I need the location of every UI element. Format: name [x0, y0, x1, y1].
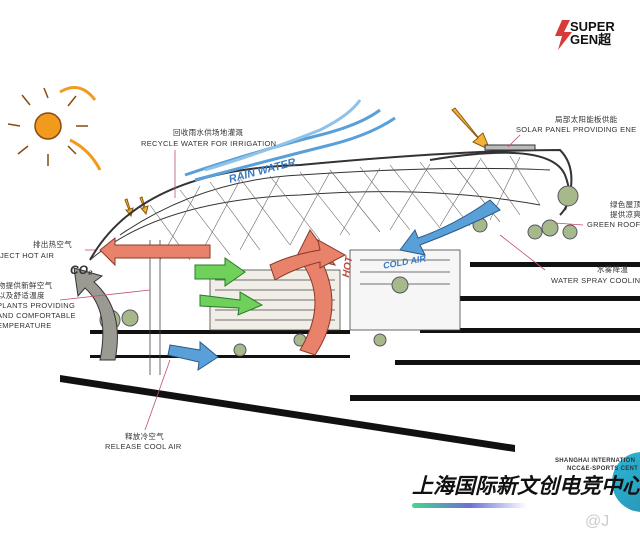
- solar-label-cn: 局部太阳能板供能: [555, 115, 618, 124]
- solar-label-en: SOLAR PANEL PROVIDING ENE: [516, 125, 637, 134]
- green-roof-label-cn2: 提供凉爽: [610, 210, 640, 219]
- footer-gradient-bar: [412, 503, 527, 508]
- rain-label-en: RECYCLE WATER FOR IRRIGATION: [141, 139, 277, 148]
- plants-label-en3: EMPERATURE: [0, 321, 52, 330]
- floor-slabs: [60, 262, 640, 452]
- co2-text: CO₂: [70, 263, 93, 277]
- rain-water-flow: [184, 99, 396, 182]
- green-roof-label-cn1: 绿色屋顶: [610, 200, 640, 209]
- rain-label-cn: 回收雨水供场地灌溉: [173, 128, 244, 137]
- cool-air-arrow: [167, 340, 219, 372]
- co2-arrow: [73, 267, 118, 361]
- logo-bolt-icon: [555, 20, 572, 50]
- brand-logo: SUPER GEN超: [570, 20, 615, 46]
- leader-lines: [59, 134, 584, 431]
- spray-label-en: WATER SPRAY COOLING: [551, 276, 640, 285]
- fresh-air-arrows: [194, 257, 264, 316]
- logo-line-1: SUPER: [570, 19, 615, 34]
- spray-label-cn: 水雾降温: [597, 265, 629, 274]
- footer-en-line1: SHANGHAI INTERNATION: [555, 458, 636, 464]
- plants-label-cn2: 以及舒适温度: [0, 291, 45, 300]
- cool-air-label-en: RELEASE COOL AIR: [105, 442, 182, 451]
- logo-line-2: GEN超: [570, 33, 615, 46]
- footer-en-line2: NCC&E-SPORTS CENT: [567, 466, 639, 472]
- logo-cn: 超: [598, 32, 612, 47]
- cool-air-label-cn: 释放冷空气: [125, 432, 164, 441]
- hot-air-label-en: JECT HOT AIR: [0, 251, 55, 260]
- green-roof-label-en: GREEN ROOF: [587, 220, 640, 229]
- plants-label-en1: PLANTS PROVIDING: [0, 301, 76, 310]
- sun-icon: [7, 86, 102, 171]
- roof-canopy: [89, 144, 573, 261]
- plants-label-cn1: 植物提供新鲜空气: [0, 281, 53, 290]
- hot-air-label-cn: 排出热空气: [33, 240, 72, 249]
- plants-label-en2: AND COMFORTABLE: [0, 311, 76, 320]
- logo-gen: GEN: [570, 32, 599, 47]
- watermark: @J: [585, 513, 610, 530]
- footer-title-cn: 上海国际新文创电竞中心: [412, 475, 640, 498]
- cold-air-arrow: [399, 199, 501, 256]
- hot-air-arrows: [99, 229, 347, 356]
- solar-arrow: [124, 107, 491, 218]
